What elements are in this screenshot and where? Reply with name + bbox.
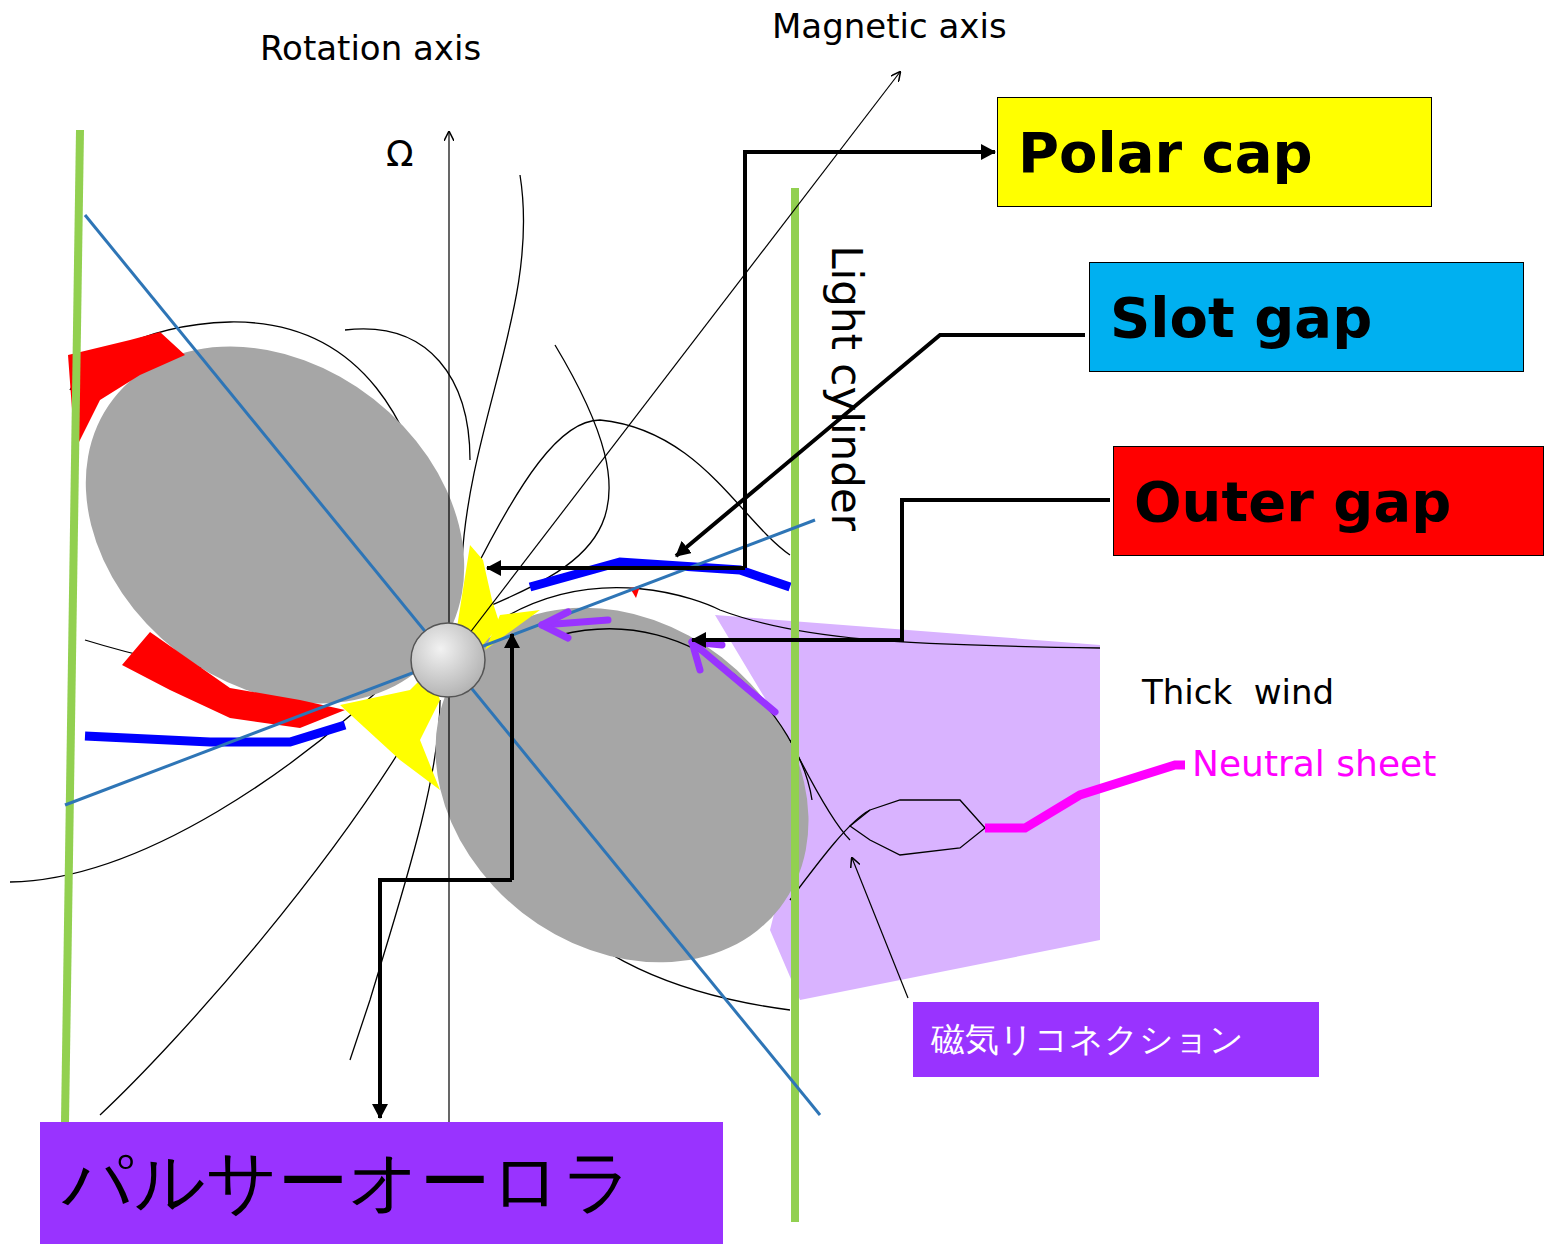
axis-symbol: Ω — [386, 134, 414, 174]
outer-gap-region — [68, 332, 185, 450]
inflow-arrow — [542, 612, 775, 712]
region-label-box: Slot gap — [1089, 262, 1524, 372]
slot-gap-region — [85, 725, 345, 742]
region-label: Thick wind — [1142, 674, 1334, 711]
region-label-box: Polar cap — [997, 97, 1432, 207]
closed-field-lobe — [365, 534, 880, 1036]
neutral-sheet — [985, 765, 1185, 828]
box-label: Slot gap — [1110, 285, 1372, 350]
process-label-box: 磁気リコネクション — [913, 1002, 1319, 1077]
box-label: Outer gap — [1134, 469, 1451, 534]
title-box: パルサーオーロラ — [40, 1122, 723, 1244]
leader-line — [852, 858, 908, 998]
leader-arrow — [380, 152, 1110, 1118]
null-line — [85, 215, 820, 1115]
boundary-label: Light cylinder — [823, 245, 869, 531]
box-label: 磁気リコネクション — [931, 1017, 1244, 1063]
box-label: Polar cap — [1018, 120, 1313, 185]
axis-label: Magnetic axis — [772, 8, 1007, 45]
box-label: パルサーオーロラ — [62, 1136, 634, 1230]
field-lines — [10, 175, 1100, 1115]
axis-label: Rotation axis — [260, 30, 481, 67]
light-cylinder — [791, 188, 799, 1222]
light-cylinder — [65, 130, 80, 1122]
neutron-star — [411, 623, 485, 697]
outer-gap-region — [122, 632, 345, 728]
region-label-box: Outer gap — [1113, 446, 1544, 556]
null-line — [65, 520, 815, 805]
slot-gap-region — [530, 562, 790, 587]
region-label: Neutral sheet — [1192, 744, 1436, 784]
